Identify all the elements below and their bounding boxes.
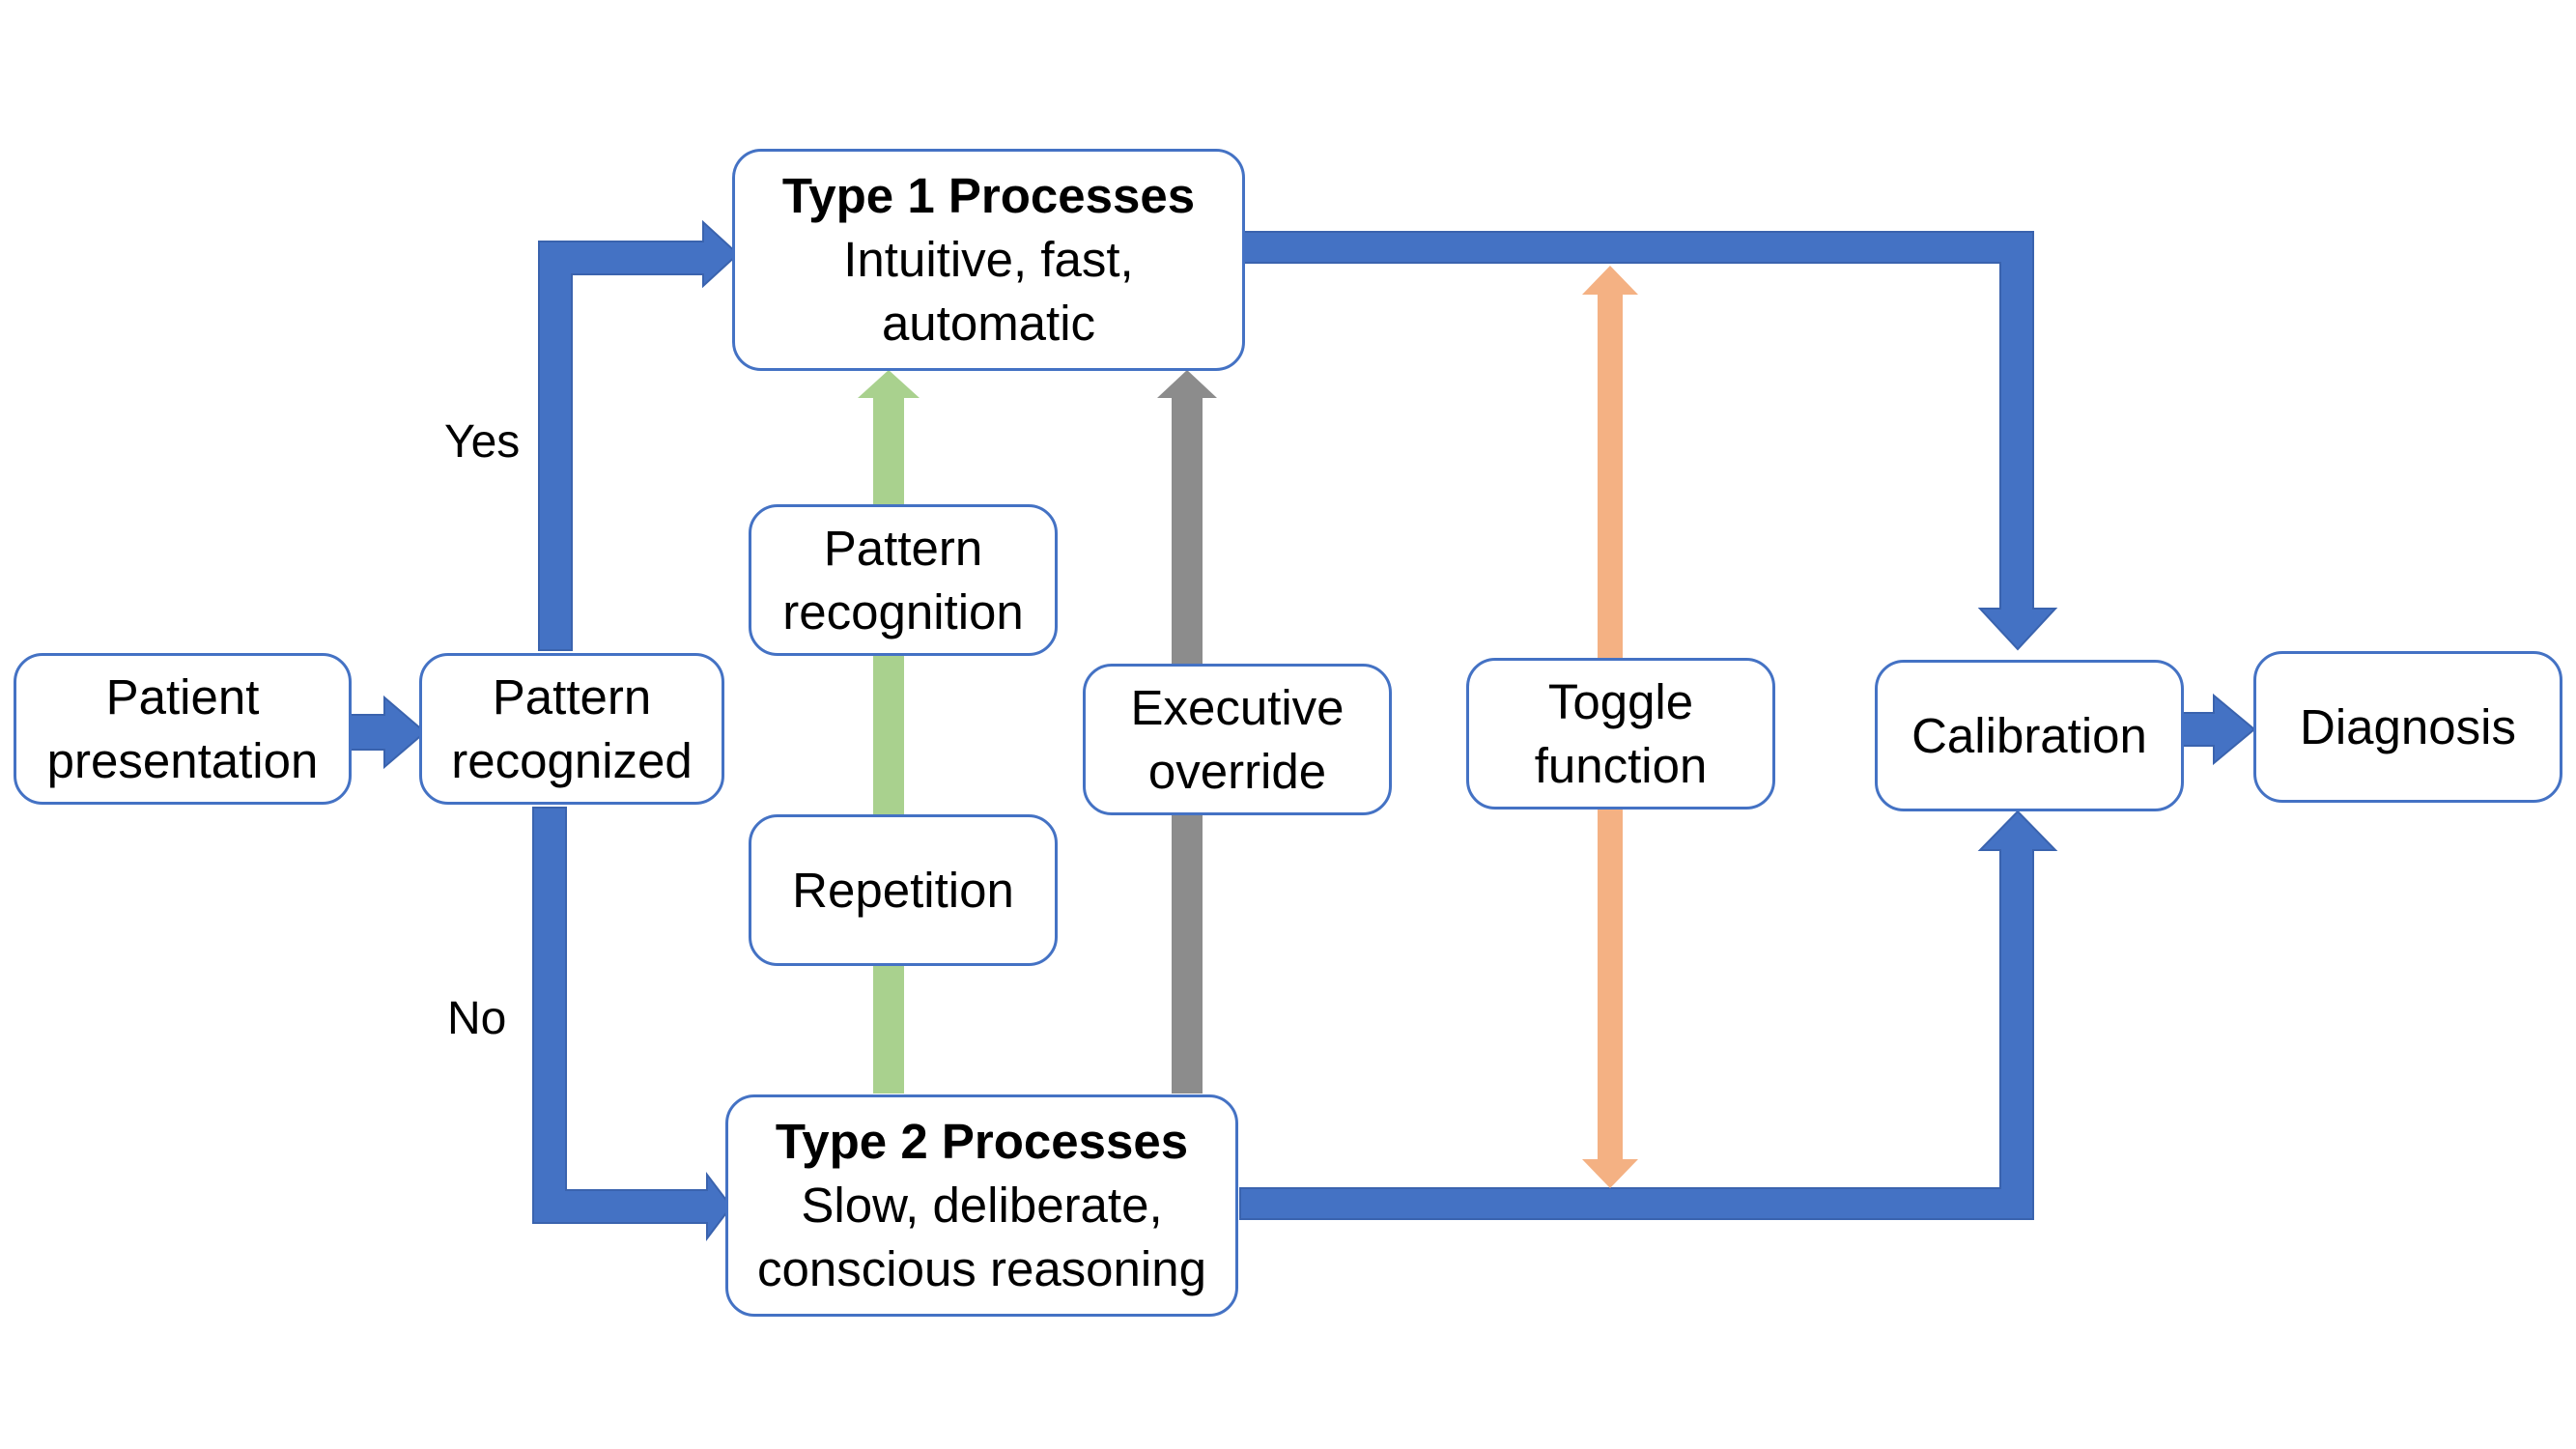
type2-line1: Slow, deliberate, xyxy=(801,1178,1163,1233)
arrow-calibration-to-diagnosis-icon xyxy=(2182,693,2256,766)
type1-title: Type 1 Processes xyxy=(781,168,1196,223)
executive-override-line1: Executive xyxy=(1130,679,1345,735)
toggle-function-line1: Toggle xyxy=(1547,673,1694,729)
calibration-box: Calibration xyxy=(1875,660,2184,811)
executive-override-box: Executive override xyxy=(1083,664,1392,815)
type1-processes-box: Type 1 Processes Intuitive, fast, automa… xyxy=(732,149,1245,371)
type2-line2: conscious reasoning xyxy=(757,1241,1206,1296)
type1-line1: Intuitive, fast, xyxy=(843,232,1134,287)
type1-line2: automatic xyxy=(881,296,1096,351)
toggle-function-box: Toggle function xyxy=(1466,658,1775,810)
repetition-arrow-icon xyxy=(858,370,920,1094)
pattern-recognized-box: Pattern recognized xyxy=(419,653,724,805)
diagnosis-label: Diagnosis xyxy=(2300,698,2516,754)
type2-processes-box: Type 2 Processes Slow, deliberate, consc… xyxy=(725,1094,1238,1317)
calibration-label: Calibration xyxy=(1911,707,2147,763)
patient-presentation-line1: Patient xyxy=(105,668,260,724)
repetition-box: Repetition xyxy=(749,814,1058,966)
type2-title: Type 2 Processes xyxy=(775,1114,1189,1169)
pattern-recognition-box: Pattern recognition xyxy=(749,504,1058,656)
arrow-yes-to-type1-icon xyxy=(538,219,740,651)
executive-override-line2: override xyxy=(1147,743,1327,799)
pattern-recognized-line2: recognized xyxy=(451,732,693,788)
repetition-label: Repetition xyxy=(792,862,1014,918)
main-flow-arrows xyxy=(350,219,2256,1241)
arrow-no-to-type2-icon xyxy=(532,807,733,1241)
toggle-function-line2: function xyxy=(1534,737,1708,793)
pattern-recognized-line1: Pattern xyxy=(492,668,652,724)
no-label: No xyxy=(447,993,507,1044)
diagnosis-box: Diagnosis xyxy=(2253,651,2562,803)
arrow-type2-to-calibration-icon xyxy=(1239,810,2058,1220)
arrow-patient-to-pattern-icon xyxy=(350,695,427,770)
yes-label: Yes xyxy=(444,416,521,468)
patient-presentation-box: Patient presentation xyxy=(14,653,352,805)
patient-presentation-line2: presentation xyxy=(46,732,319,788)
pattern-recognition-line1: Pattern xyxy=(823,520,983,576)
pattern-recognition-line2: recognition xyxy=(782,583,1024,639)
arrow-type1-to-calibration-icon xyxy=(1242,231,2058,651)
